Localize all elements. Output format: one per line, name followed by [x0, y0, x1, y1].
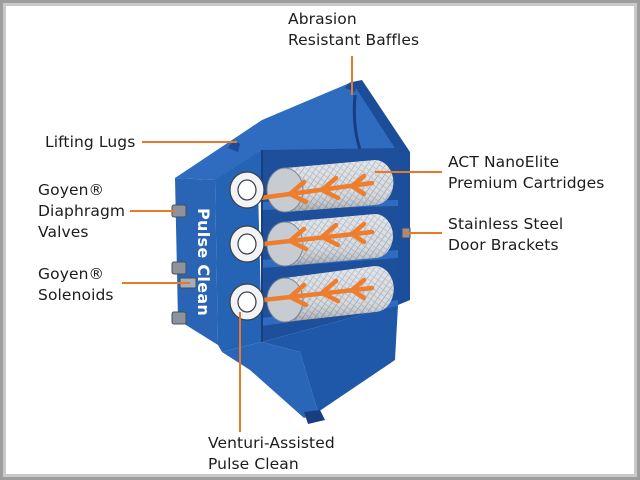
- hopper-left: [222, 342, 318, 418]
- venturi-ring-icon: [229, 171, 265, 321]
- cartridge-top: [266, 160, 394, 213]
- label-lifting-lugs: Lifting Lugs: [45, 132, 135, 153]
- housing-left-panel: [175, 178, 218, 345]
- label-abrasion-line1: Abrasion: [288, 10, 357, 28]
- label-venturi-line1: Venturi-Assisted: [208, 434, 335, 452]
- hopper-right: [262, 305, 398, 412]
- cartridge-bottom: [266, 266, 394, 323]
- label-brackets-line1: Stainless Steel: [448, 215, 564, 233]
- label-cartridges-line2: Premium Cartridges: [448, 174, 605, 192]
- label-cartridges-line1: ACT NanoElite: [448, 153, 560, 171]
- label-diaphragm-line2: Diaphragm: [38, 202, 126, 220]
- label-lifting-lugs-text: Lifting Lugs: [45, 133, 136, 151]
- label-solenoids-line2: Solenoids: [38, 286, 114, 304]
- abrasion-baffle-plate: [352, 80, 410, 156]
- label-diaphragm-line1: Goyen®: [38, 181, 105, 199]
- label-diaphragm-valves: Goyen® Diaphragm Valves: [38, 180, 125, 243]
- label-diaphragm-line3: Valves: [38, 223, 89, 241]
- label-cartridges: ACT NanoElite Premium Cartridges: [448, 152, 604, 194]
- diaphragm-valve-icon: [171, 204, 187, 325]
- hopper-outlet: [304, 410, 325, 424]
- cartridge-icon: [266, 160, 394, 323]
- cartridge-middle: [266, 214, 393, 267]
- leader-lines: [122, 56, 442, 432]
- label-venturi-line2: Pulse Clean: [208, 455, 299, 473]
- pulse-arrow-icon: [242, 173, 375, 308]
- label-brackets-line2: Door Brackets: [448, 236, 559, 254]
- label-venturi-pulse: Venturi-Assisted Pulse Clean: [208, 433, 335, 475]
- label-solenoids: Goyen® Solenoids: [38, 264, 114, 306]
- pulse-clean-vertical-text: Pulse Clean: [194, 208, 213, 317]
- label-abrasion-line2: Resistant Baffles: [288, 31, 420, 49]
- label-solenoids-line1: Goyen®: [38, 265, 105, 283]
- label-abrasion-baffles: Abrasion Resistant Baffles: [288, 9, 419, 51]
- label-door-brackets: Stainless Steel Door Brackets: [448, 214, 563, 256]
